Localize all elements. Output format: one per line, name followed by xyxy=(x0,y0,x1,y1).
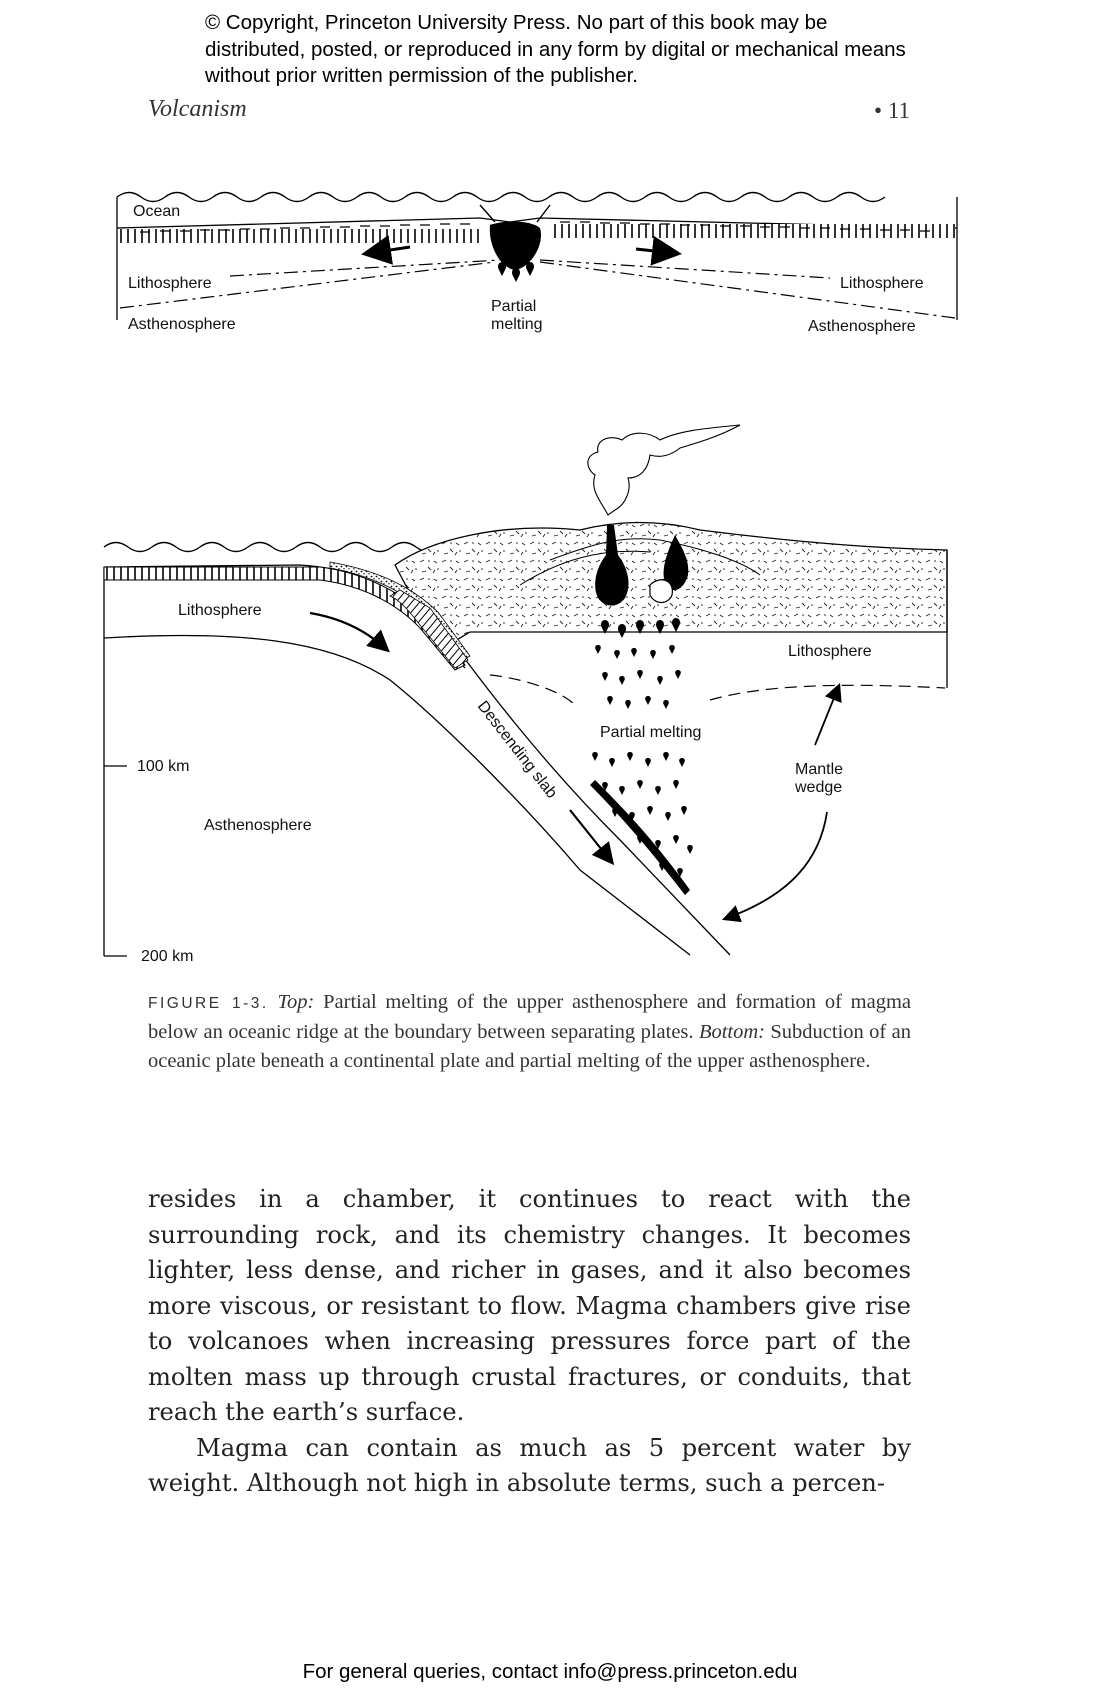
caption-top-word: Top: xyxy=(278,991,315,1013)
caption-figure-label: figure 1-3. xyxy=(148,995,269,1012)
label-mantle: Mantle xyxy=(795,761,843,778)
body-paragraph-2: Magma can contain as much as 5 percent w… xyxy=(148,1431,911,1502)
label-descending-slab: Descending slab xyxy=(474,698,560,802)
caption-bottom-word: Bottom: xyxy=(699,1021,765,1043)
volcano-plume xyxy=(588,425,740,515)
label-partial-top-1: Partial xyxy=(491,298,536,315)
label-lithosphere-bottom-left: Lithosphere xyxy=(178,602,262,619)
body-text: resides in a chamber, it continues to re… xyxy=(148,1182,911,1502)
footer-contact: For general queries, contact info@press.… xyxy=(0,1660,1100,1684)
label-depth-200: 200 km xyxy=(141,948,193,965)
label-partial-melting: Partial melting xyxy=(600,724,701,741)
ridge-magma-body xyxy=(490,222,541,270)
label-lithosphere-bottom-right: Lithosphere xyxy=(788,643,872,660)
label-asthenosphere-top-right: Asthenosphere xyxy=(808,318,916,335)
label-depth-100: 100 km xyxy=(137,758,189,775)
label-lithosphere-top-left: Lithosphere xyxy=(128,275,212,292)
body-paragraph-1: resides in a chamber, it continues to re… xyxy=(148,1182,911,1431)
label-asthenosphere-top-left: Asthenosphere xyxy=(128,316,236,333)
label-ocean: Ocean xyxy=(133,203,180,220)
label-wedge: wedge xyxy=(794,779,842,796)
label-asthenosphere-bottom: Asthenosphere xyxy=(204,817,312,834)
figure-1-3: Ocean Lithosphere Lithosphere Asthenosph… xyxy=(0,0,1100,1000)
magma-droplets xyxy=(592,618,693,877)
label-lithosphere-top-right: Lithosphere xyxy=(840,275,924,292)
label-partial-top-2: melting xyxy=(491,316,543,333)
ocean-surface-top xyxy=(117,193,885,202)
figure-caption: figure 1-3. Top: Partial melting of the … xyxy=(148,988,911,1076)
subduction-diagram: Lithosphere Lithosphere Partial melting … xyxy=(104,425,947,965)
ridge-diagram: Ocean Lithosphere Lithosphere Asthenosph… xyxy=(117,193,957,336)
